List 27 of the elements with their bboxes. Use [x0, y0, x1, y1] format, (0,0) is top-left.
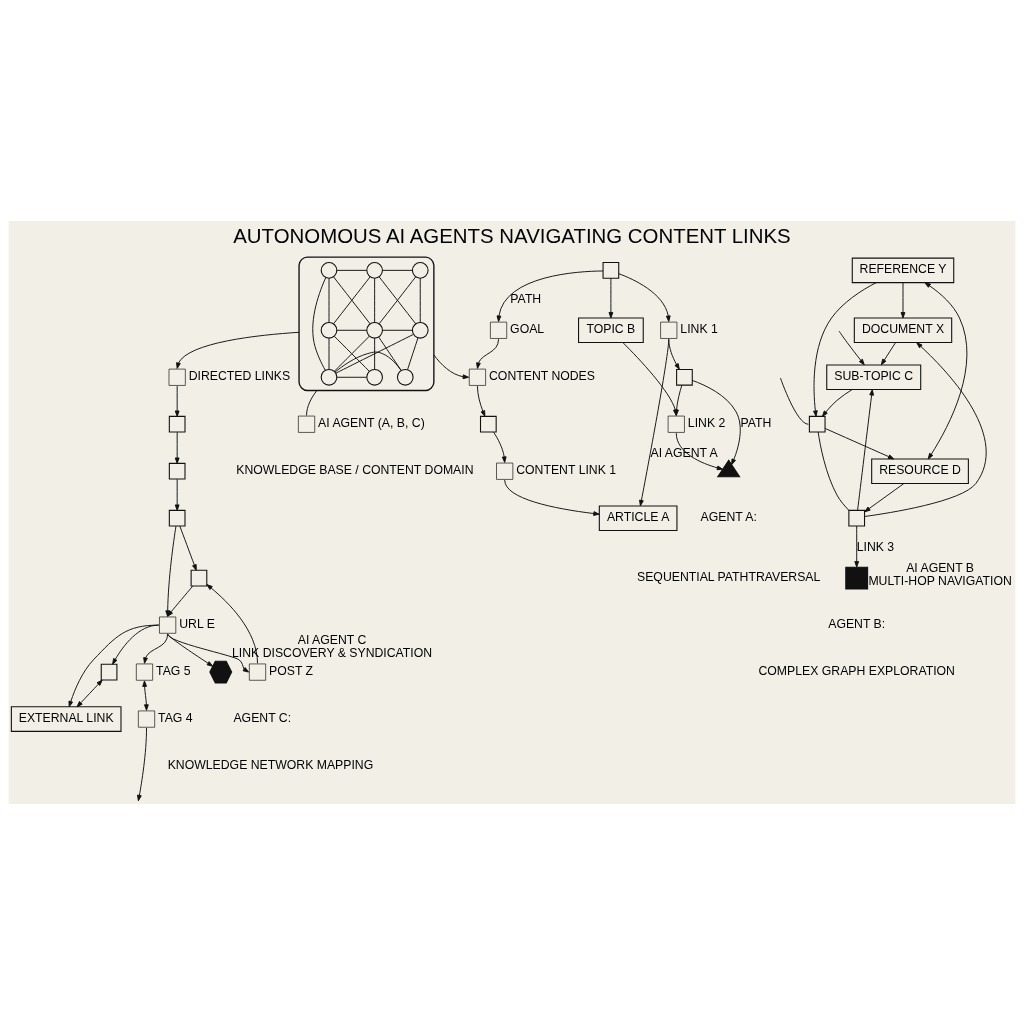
node-label: TAG 5 [156, 663, 191, 678]
label: KNOWLEDGE NETWORK MAPPING [167, 757, 374, 772]
node-label: CONTENT LINK 1 [516, 462, 617, 477]
node-label: POST Z [269, 663, 314, 678]
label: AGENT C: [233, 710, 292, 725]
node-label: MULTI-HOP NAVIGATION [868, 573, 1012, 588]
edge-label: PATH [740, 415, 772, 430]
node-label: CONTENT NODES [489, 368, 595, 383]
label: AGENT A: [700, 509, 757, 524]
node-label: URL E [179, 616, 215, 631]
node-label: DIRECTED LINKS [188, 368, 291, 383]
node-label: LINK 2 [687, 415, 726, 430]
edge-label: LINK 3 [856, 539, 895, 554]
label: KNOWLEDGE BASE / CONTENT DOMAIN [236, 462, 474, 477]
node-label: AI AGENT A [650, 445, 718, 460]
label: SEQUENTIAL PATHTRAVERSAL [637, 569, 821, 584]
node-label: AI AGENT (A, B, C) [318, 415, 425, 430]
node-label: LINK 1 [680, 321, 718, 336]
node-label: LINK DISCOVERY & SYNDICATION [232, 645, 433, 660]
label: COMPLEX GRAPH EXPLORATION [758, 663, 955, 678]
label: AGENT B: [828, 616, 886, 631]
node-label: TAG 4 [158, 710, 193, 725]
edge-label: PATH [510, 291, 542, 306]
node-label: AI AGENT B [906, 560, 975, 575]
node-label: GOAL [510, 321, 545, 336]
node-label: AI AGENT C [297, 632, 367, 647]
diagram-title: AUTONOMOUS AI AGENTS NAVIGATING CONTENT LINKS [233, 224, 791, 247]
